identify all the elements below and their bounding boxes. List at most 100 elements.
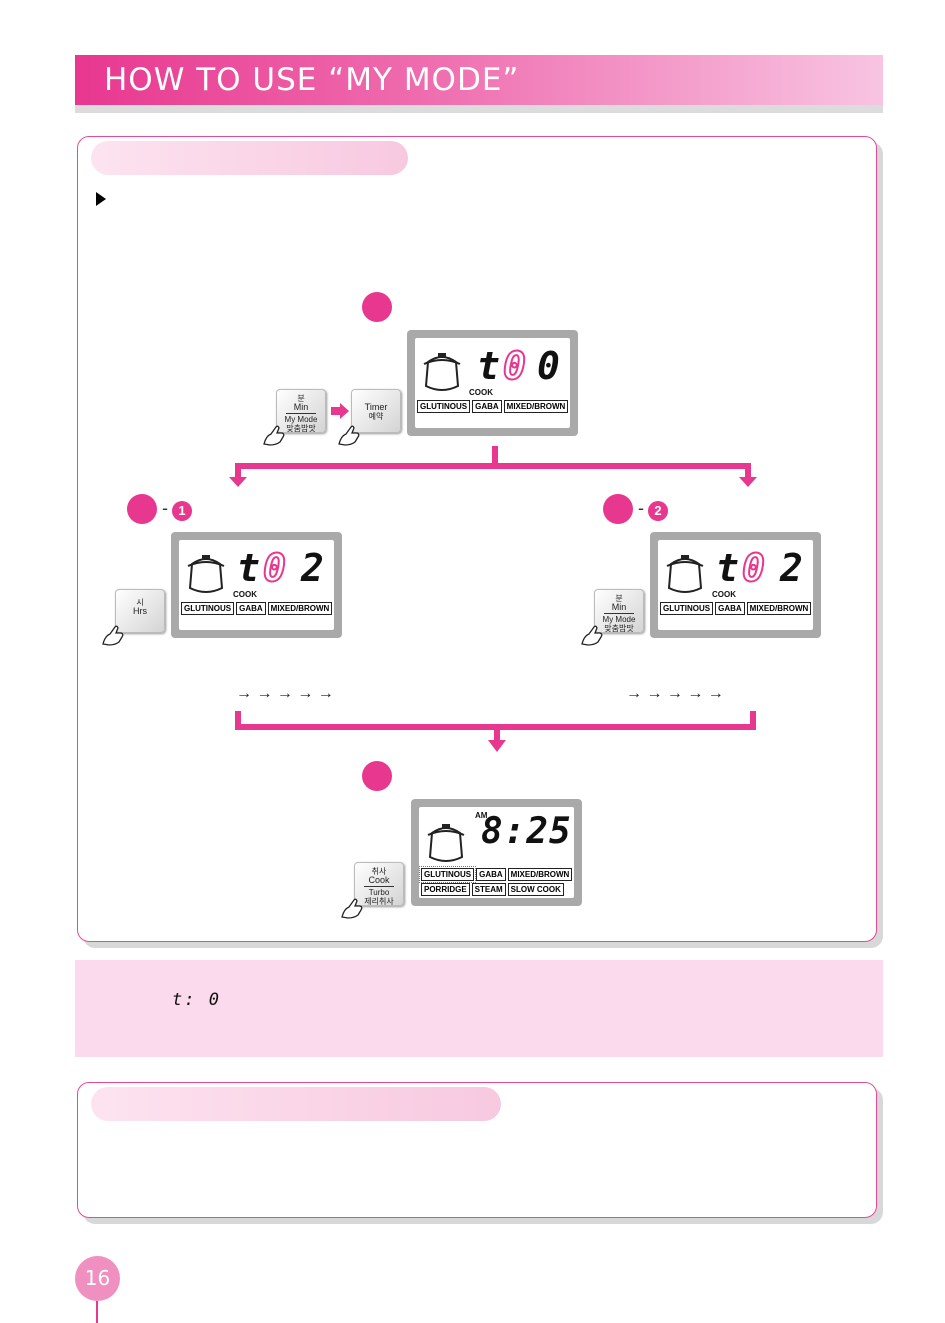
lcd-label-mixed-brown: MIXED/BROWN <box>267 602 333 615</box>
sub-step-1-badge: 1 <box>172 501 192 521</box>
lcd-am-indicator: AM <box>475 811 488 820</box>
lcd-bottom-menu-row2: PORRIDGE STEAM SLOW COOK <box>421 883 564 896</box>
pressing-hand-icon <box>341 898 363 919</box>
next-arrow-icon <box>331 403 349 419</box>
min-mymode-button[interactable]: 분 Min My Mode 맞춤밥맛 <box>276 389 326 433</box>
note-lcd-symbol: t: 0 <box>172 990 221 1010</box>
lcd-display-top: t 0 0 COOK GLUTINOUS GABA MIXED/BROWN <box>407 330 578 436</box>
lcd-display-bottom: AM 8:25 GLUTINOUS GABA MIXED/BROWN PORRI… <box>411 799 582 906</box>
page-title: HOW TO USE “MY MODE” <box>104 62 520 98</box>
flow-line-branch <box>235 463 751 469</box>
timer-button[interactable]: Timer 예약 <box>351 389 401 433</box>
hrs-button[interactable]: 시 Hrs <box>115 589 165 633</box>
rice-cooker-icon <box>187 555 225 593</box>
cook-turbo-button[interactable]: 취사 Cook Turbo 제리취사 <box>354 862 404 906</box>
lcd-label-glutinous-selected: GLUTINOUS <box>418 866 477 883</box>
lcd-label-gaba: GABA <box>715 602 745 615</box>
lcd-label-gaba: GABA <box>236 602 266 615</box>
rice-cooker-icon <box>423 353 461 391</box>
button-top-korean: 분 <box>297 394 305 403</box>
button-main-label: Cook <box>368 875 390 885</box>
button-korean-label: 맞춤밥맛 <box>604 624 634 633</box>
lcd-top-menu-labels: GLUTINOUS GABA MIXED/BROWN <box>417 400 569 413</box>
page-number-line <box>96 1301 98 1323</box>
bullet-triangle-icon <box>96 192 106 206</box>
button-main-label: Hrs <box>133 606 147 616</box>
step-dash: - <box>638 498 644 518</box>
button-separator <box>364 886 394 887</box>
button-top-korean: 취사 <box>371 867 387 876</box>
lcd-right-cook-label: COOK <box>712 590 736 599</box>
down-arrow-icon <box>739 477 757 487</box>
lcd-top-digit-3: 0 <box>537 344 560 388</box>
down-arrow-icon <box>488 740 506 752</box>
lcd-top-digit-1: t <box>477 344 500 388</box>
flow-line-left-rise <box>235 711 241 729</box>
lcd-left-digit-3: 2 <box>301 546 324 590</box>
lcd-label-slow-cook: SLOW COOK <box>507 883 564 896</box>
flow-line-right-drop <box>745 463 751 479</box>
pressing-hand-icon <box>338 425 360 446</box>
pressing-hand-icon <box>263 425 285 446</box>
flow-line-left-drop <box>235 463 241 479</box>
step-3-circle <box>362 761 392 791</box>
lcd-label-mixed-brown: MIXED/BROWN <box>507 868 573 881</box>
step-1-circle <box>362 292 392 322</box>
button-main-label: Timer <box>364 402 388 412</box>
lcd-label-glutinous: GLUTINOUS <box>660 602 714 615</box>
lcd-label-steam: STEAM <box>471 883 506 896</box>
button-sub-label: My Mode <box>284 415 318 424</box>
button-top-korean: 시 <box>136 598 144 607</box>
lcd-top-digit-2: 0 <box>502 343 527 389</box>
button-separator <box>286 413 316 414</box>
lcd-label-mixed-brown: MIXED/BROWN <box>746 602 812 615</box>
min-mymode-button[interactable]: 분 Min My Mode 맞춤밥맛 <box>594 589 644 633</box>
lcd-display-right: t 0 2 COOK GLUTINOUS GABA MIXED/BROWN <box>650 532 821 638</box>
lcd-label-gaba: GABA <box>472 400 502 413</box>
sequence-arrows-left: → → → → → <box>236 685 334 702</box>
note-box <box>75 960 883 1057</box>
lcd-right-digit-2: 0 <box>741 545 766 591</box>
button-korean-label: 예약 <box>368 412 384 421</box>
header-shadow <box>75 105 883 113</box>
lcd-left-digit-2: 0 <box>262 545 287 591</box>
flow-line-stem <box>492 446 498 466</box>
button-sub-label: Turbo <box>368 888 390 897</box>
step-dash: - <box>162 498 168 518</box>
sub-step-2-badge: 2 <box>648 501 668 521</box>
pressing-hand-icon <box>581 625 603 646</box>
lcd-right-digit-3: 2 <box>780 546 803 590</box>
lcd-label-porridge: PORRIDGE <box>421 883 470 896</box>
section-pill-2 <box>91 1087 501 1121</box>
page-number: 16 <box>75 1256 120 1301</box>
lcd-left-cook-label: COOK <box>233 590 257 599</box>
rice-cooker-icon <box>427 824 465 862</box>
button-korean-label: 맞춤밥맛 <box>286 424 316 433</box>
button-separator <box>604 613 634 614</box>
lcd-label-glutinous: GLUTINOUS <box>417 400 471 413</box>
button-sub-label: My Mode <box>602 615 636 624</box>
lcd-left-menu-labels: GLUTINOUS GABA MIXED/BROWN <box>181 602 333 615</box>
step-2-circle <box>127 494 157 524</box>
lcd-label-glutinous: GLUTINOUS <box>181 602 235 615</box>
lcd-right-digit-1: t <box>716 546 739 590</box>
lcd-display-left: t 0 2 COOK GLUTINOUS GABA MIXED/BROWN <box>171 532 342 638</box>
section-pill-1 <box>91 141 408 175</box>
lcd-left-digit-1: t <box>237 546 260 590</box>
button-main-label: Min <box>611 602 627 612</box>
lcd-label-gaba: GABA <box>476 868 506 881</box>
flow-line-right-rise <box>750 711 756 729</box>
lcd-right-menu-labels: GLUTINOUS GABA MIXED/BROWN <box>660 602 812 615</box>
header-banner <box>75 55 883 105</box>
pressing-hand-icon <box>102 625 124 646</box>
rice-cooker-icon <box>666 555 704 593</box>
sequence-arrows-right: → → → → → <box>626 685 724 702</box>
down-arrow-icon <box>229 477 247 487</box>
flow-line-merge-stem <box>494 724 500 742</box>
lcd-clock-time: 8:25 <box>481 811 572 852</box>
button-top-korean: 분 <box>615 594 623 603</box>
button-korean-label: 제리취사 <box>364 897 394 906</box>
button-main-label: Min <box>293 402 309 412</box>
lcd-bottom-menu-row1: GLUTINOUS GABA MIXED/BROWN <box>418 866 573 883</box>
lcd-top-cook-label: COOK <box>469 388 493 397</box>
